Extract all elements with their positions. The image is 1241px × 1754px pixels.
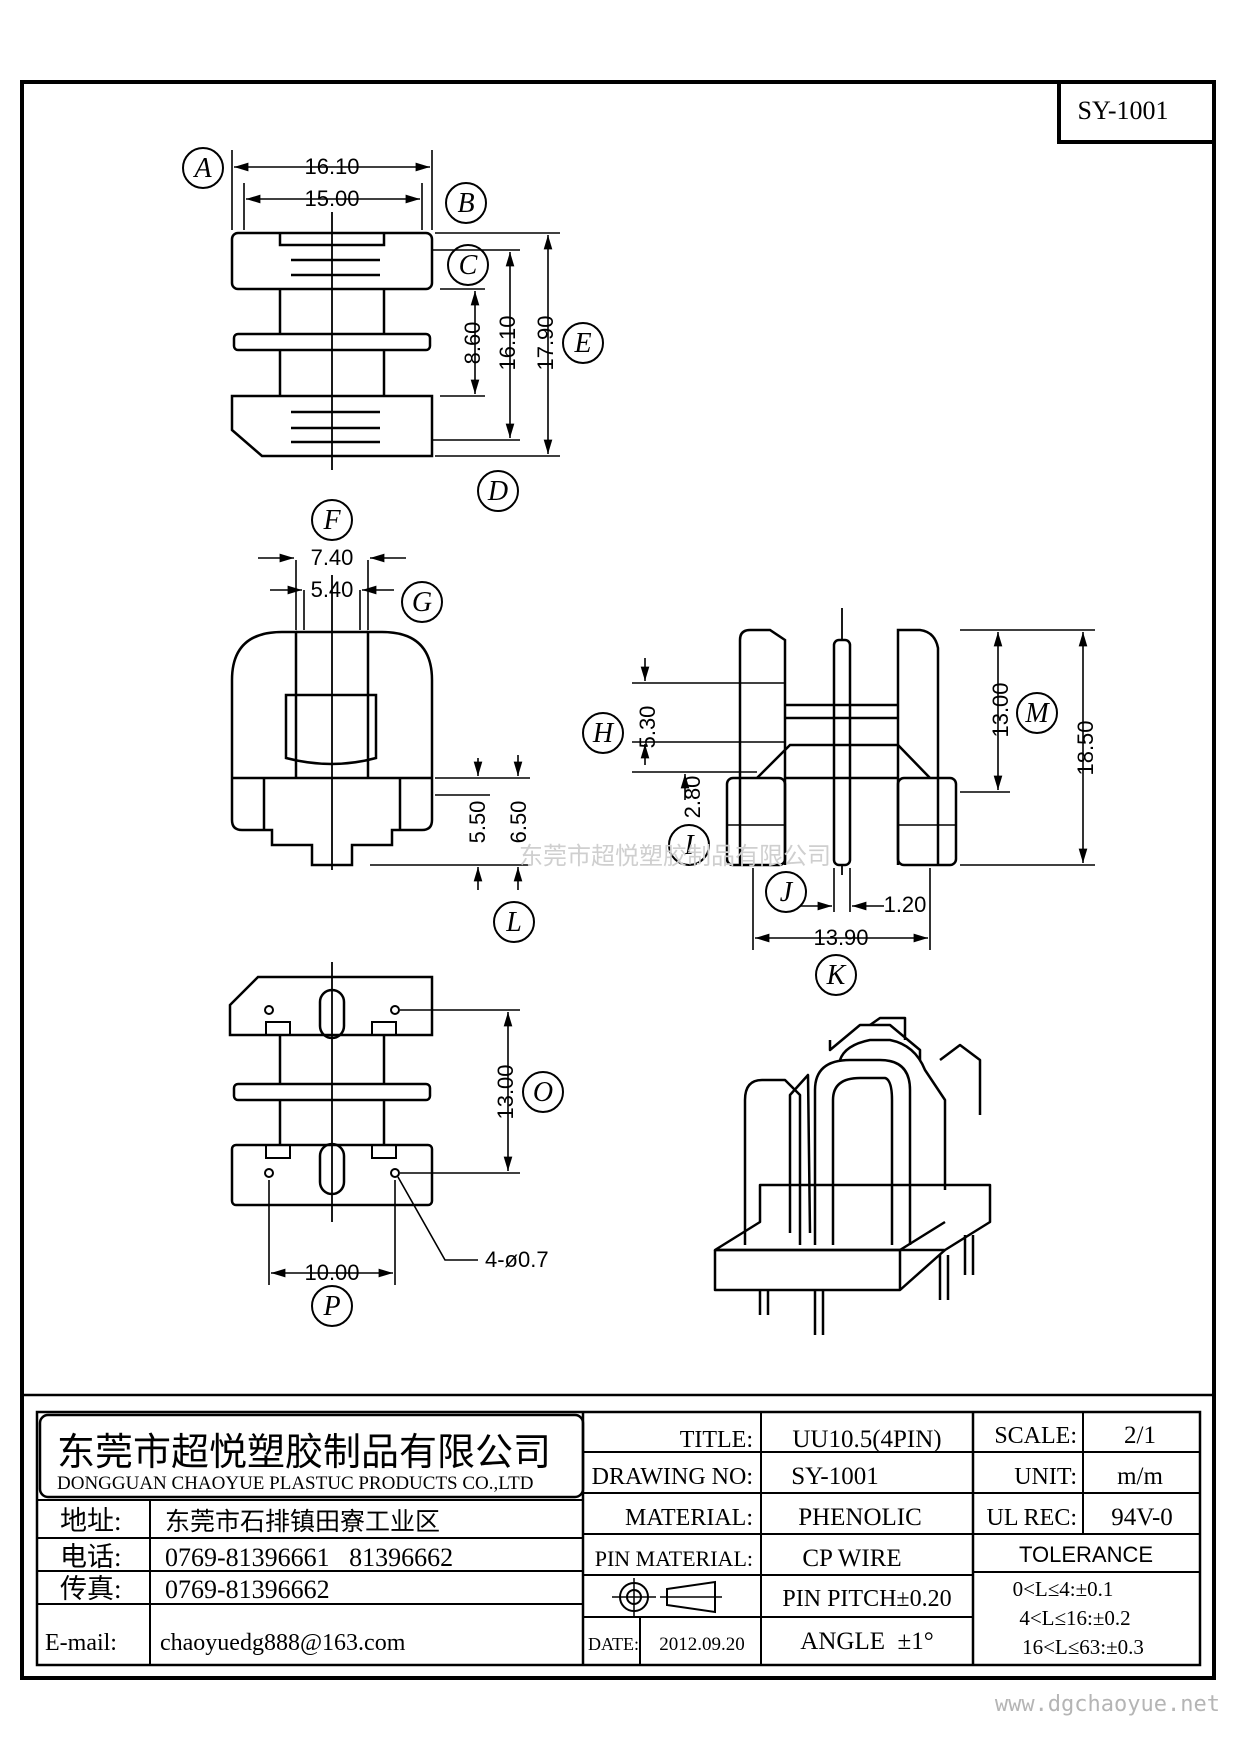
angle-tolerance: ANGLE ±1° <box>800 1628 933 1655</box>
drawing-no-label: DRAWING NO: <box>592 1464 753 1490</box>
label-e: E <box>573 328 591 359</box>
tolerance-label: TOLERANCE <box>1019 1542 1153 1567</box>
dim-e-value: 17.90 <box>533 315 558 370</box>
company-name-en: DONGGUAN CHAOYUE PLASTUC PRODUCTS CO.,LT… <box>57 1473 533 1494</box>
date-label: DATE: <box>588 1634 639 1654</box>
drawing-code: SY-1001 <box>1077 96 1168 125</box>
pin-material-value: CP WIRE <box>802 1545 901 1572</box>
ul-label: UL REC: <box>987 1505 1077 1531</box>
dim-m-value: 13.00 <box>988 682 1013 737</box>
scale-value: 2/1 <box>1124 1422 1156 1449</box>
dim-l-outer: 6.50 <box>506 801 531 844</box>
dim-o-value: 13.00 <box>493 1064 518 1119</box>
title-value: UU10.5(4PIN) <box>792 1426 941 1453</box>
dim-h-value: 5.30 <box>635 706 660 749</box>
projection-symbol-icon <box>612 1578 722 1616</box>
tolerance-1: 0<L≤4:±0.1 <box>1013 1577 1114 1601</box>
label-b: B <box>457 188 474 219</box>
material-label: MATERIAL: <box>625 1505 753 1531</box>
material-value: PHENOLIC <box>798 1504 922 1531</box>
drawing-no-value: SY-1001 <box>791 1463 879 1490</box>
callouts-front: F G L <box>311 499 535 943</box>
top-view <box>230 212 434 470</box>
company-name-cn: 东莞市超悦塑胶制品有限公司 <box>57 1432 551 1474</box>
tolerance-3: 16<L≤63:±0.3 <box>1022 1635 1144 1659</box>
side-view <box>725 608 958 875</box>
callouts-side: H I J K M <box>582 692 1058 996</box>
dim-b-value: 15.00 <box>304 186 359 211</box>
fax-label: 传真: <box>60 1574 122 1604</box>
bottom-view <box>228 962 434 1222</box>
dim-c-value: 8.60 <box>460 322 485 365</box>
title-label: TITLE: <box>680 1427 753 1453</box>
top-view-dimensions <box>231 150 560 457</box>
phone-value: 0769-81396661 81396662 <box>165 1543 453 1572</box>
fax-value: 0769-81396662 <box>165 1575 330 1604</box>
label-c: C <box>459 250 478 281</box>
label-k: K <box>826 960 847 991</box>
email-value: chaoyuedg888@163.com <box>160 1630 406 1656</box>
label-f: F <box>322 505 341 536</box>
label-a: A <box>192 153 212 184</box>
title-block <box>22 1393 1214 1667</box>
label-h: H <box>592 718 615 749</box>
dim-l-inner: 5.50 <box>465 801 490 844</box>
dim-k-value: 13.90 <box>813 925 868 950</box>
address-value: 东莞市石排镇田寮工业区 <box>165 1508 440 1536</box>
dim-f-value: 7.40 <box>311 545 354 570</box>
label-m: M <box>1024 698 1050 729</box>
watermark: 东莞市超悦塑胶制品有限公司 <box>519 842 831 870</box>
unit-label: UNIT: <box>1014 1464 1077 1490</box>
dim-j-value: 1.20 <box>884 892 927 917</box>
pin-material-label: PIN MATERIAL: <box>595 1546 753 1571</box>
label-l: L <box>505 907 522 938</box>
dim-g-value: 5.40 <box>311 577 354 602</box>
dim-p-value: 10.00 <box>304 1260 359 1285</box>
website: www.dgchaoyue.net <box>995 1692 1220 1717</box>
date-value: 2012.09.20 <box>659 1634 745 1655</box>
callouts-bottom: O P <box>311 1071 564 1327</box>
phone-label: 电话: <box>60 1542 122 1572</box>
code-box <box>1057 80 1216 144</box>
dim-i-value: 2.80 <box>680 776 705 819</box>
label-o: O <box>533 1077 553 1108</box>
drawing-border <box>20 80 1216 1680</box>
pin-pitch: PIN PITCH±0.20 <box>782 1586 951 1612</box>
dim-a-value: 16.10 <box>304 154 359 179</box>
hole-note: 4-ø0.7 <box>485 1247 549 1272</box>
side-view-dimensions <box>632 629 1095 950</box>
email-label: E-mail: <box>45 1630 117 1656</box>
bottom-view-dimensions <box>268 1009 520 1285</box>
label-g: G <box>412 587 432 618</box>
label-j: J <box>780 877 794 908</box>
callouts-top: A B C E D <box>182 147 604 512</box>
tolerance-2: 4<L≤16:±0.2 <box>1019 1606 1130 1630</box>
front-view-dimensions <box>258 553 530 890</box>
ul-value: 94V-0 <box>1111 1504 1173 1531</box>
dim-m-total: 18.50 <box>1073 720 1098 775</box>
label-d: D <box>487 476 508 507</box>
dim-d-value: 16.10 <box>495 315 520 370</box>
unit-value: m/m <box>1117 1463 1163 1490</box>
front-view <box>230 575 434 870</box>
isometric-view <box>713 1016 992 1335</box>
label-i: I <box>683 830 695 861</box>
label-p: P <box>322 1291 340 1322</box>
address-label: 地址: <box>60 1506 122 1536</box>
scale-label: SCALE: <box>994 1423 1077 1449</box>
